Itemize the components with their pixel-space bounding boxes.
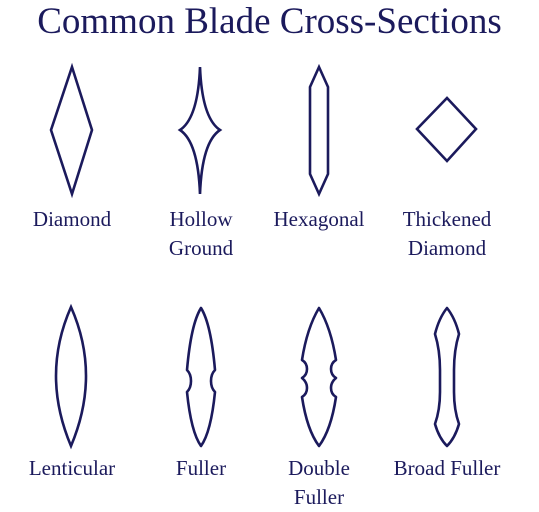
hexagonal-label: Hexagonal	[254, 205, 384, 234]
broad-fuller-label: Broad Fuller	[382, 454, 512, 483]
broad-fuller-section-shape	[410, 300, 480, 450]
diamond-label-line: Diamond	[32, 207, 112, 231]
lenticular-section-shape	[40, 300, 110, 450]
double-fuller-label-line-2: Fuller	[293, 485, 345, 509]
hollow-ground-section-shape	[170, 60, 240, 202]
hollow-ground-label-line-2: Ground	[168, 236, 234, 260]
double-fuller-section-shape	[285, 300, 355, 450]
lenticular-label-line: Lenticular	[28, 456, 116, 480]
hexagonal-label-line: Hexagonal	[273, 207, 365, 231]
thickened-diamond-section-shape	[410, 60, 480, 202]
diamond-label: Diamond	[7, 205, 137, 234]
fuller-label-line: Fuller	[175, 456, 227, 480]
fuller-section-shape	[170, 300, 240, 450]
double-fuller-label-line-1: Double	[288, 456, 350, 480]
hexagonal-section-shape	[285, 60, 355, 202]
broad-fuller-label-line: Broad Fuller	[393, 456, 501, 480]
double-fuller-label: Double Fuller	[254, 454, 384, 512]
thickened-diamond-label: Thickened Diamond	[382, 205, 512, 263]
fuller-label: Fuller	[136, 454, 266, 483]
thickened-diamond-label-line-2: Diamond	[407, 236, 487, 260]
diamond-section-shape	[40, 60, 110, 202]
hollow-ground-label: Hollow Ground	[136, 205, 266, 263]
thickened-diamond-label-line-1: Thickened	[402, 207, 492, 231]
hollow-ground-label-line-1: Hollow	[169, 207, 233, 231]
lenticular-label: Lenticular	[7, 454, 137, 483]
diagram-title: Common Blade Cross-Sections	[37, 1, 502, 42]
